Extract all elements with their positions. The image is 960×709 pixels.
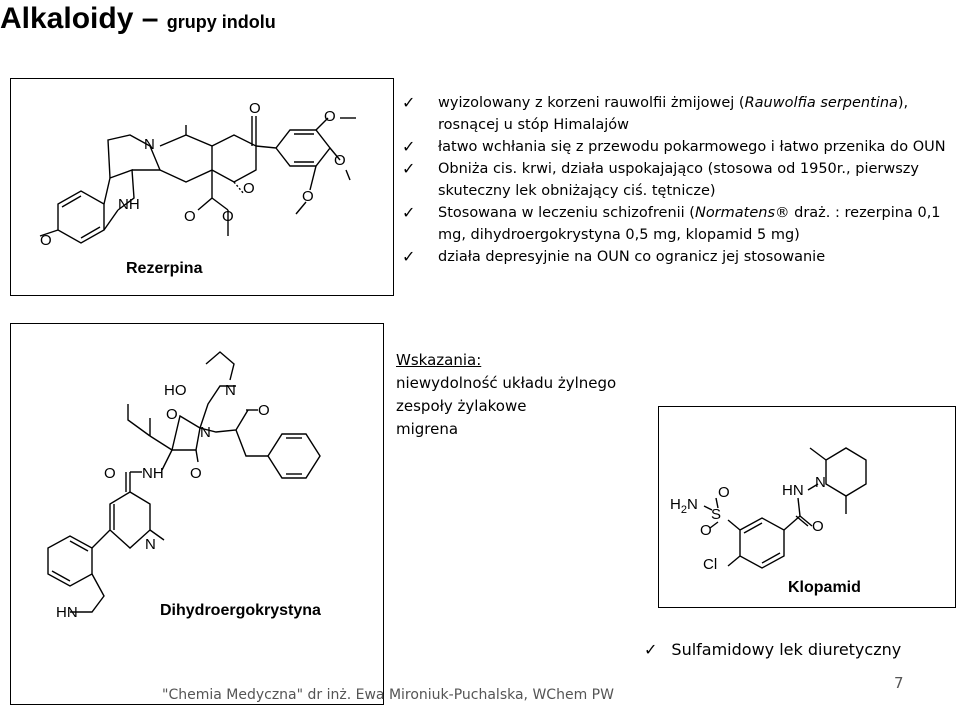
title-subtitle: grupy indolu [166,12,276,32]
reserpine-structure-box [10,78,394,296]
dihydro-o-label-2: O [258,402,270,419]
reserpine-skeleton [39,116,356,244]
clopamide-hn-label: HN [782,482,804,499]
dihydroergocristine-structure-box [10,323,384,705]
reserpine-o-label-7: O [184,208,196,225]
list-item: ✓Obniża cis. krwi, działa uspokajająco (… [402,159,919,199]
indications-heading: Wskazania: [396,351,482,369]
reserpine-o-label-3: O [324,108,336,125]
clopamide-name: Klopamid [788,579,861,596]
dihydro-o-label-4: O [190,465,202,482]
indication-item: zespoły żylakowe [396,397,527,415]
indications-block: Wskazania: niewydolność układu żylnego z… [396,349,616,441]
reserpine-facts-list: ✓wyizolowany z korzeni rauwolfii żmijowe… [402,92,960,268]
indication-item: niewydolność układu żylnego [396,374,617,392]
title-main: Alkaloidy – [0,2,167,35]
check-icon: ✓ [644,640,658,659]
check-icon: ✓ [402,137,416,156]
dihydro-n-label-3: N [145,536,156,553]
reserpine-n-label: N [144,136,155,153]
reserpine-o-label-8: O [222,208,234,225]
dihydro-ho-label: HO [164,382,187,399]
clopamide-o-label-3: O [812,518,824,535]
check-icon: ✓ [402,159,416,178]
list-item: ✓wyizolowany z korzeni rauwolfii żmijowe… [402,93,909,133]
check-icon: ✓ [402,247,416,266]
clopamide-h2n-label: H2N [670,496,698,516]
footer-credit: "Chemia Medyczna" dr inż. Ewa Mironiuk-P… [162,687,614,703]
page-title: Alkaloidy – grupy indolu [0,2,276,36]
clopamide-skeleton [703,447,867,569]
list-item: ✓działa depresyjnie na OUN co ogranicz j… [402,247,826,266]
indication-item: migrena [396,420,459,438]
clopamide-o-label-2: O [700,522,712,539]
clopamide-n-label: N [815,474,826,491]
dihydro-n-label-2: N [200,424,211,441]
dihydro-hn-label: HN [56,604,78,621]
dihydro-o-label-1: O [166,406,178,423]
list-item: ✓łatwo wchłania się z przewodu pokarmowe… [402,137,946,156]
page-number: 7 [894,674,904,692]
check-icon: ✓ [402,203,416,222]
clopamide-structure-box [658,406,956,608]
dihydro-n-label-1: N [225,382,236,399]
clopamide-cl-label: Cl [703,556,718,573]
reserpine-o-label-4: O [334,152,346,169]
sulfamide-note: ✓Sulfamidowy lek diuretyczny [644,640,902,659]
dihydro-nh-label: NH [142,465,164,482]
reserpine-name: Rezerpina [126,260,203,277]
dihydro-o-label-3: O [104,465,116,482]
check-icon: ✓ [402,93,416,112]
reserpine-o-label-5: O [302,188,314,205]
reserpine-nh-label: NH [118,196,140,213]
dihydroergocristine-name: Dihydroergokrystyna [160,602,321,619]
reserpine-o-label-2: O [249,100,261,117]
reserpine-o-label-1: O [40,232,52,249]
clopamide-o-label-1: O [718,484,730,501]
list-item: ✓Stosowana w leczeniu schizofrenii (Norm… [402,203,941,243]
reserpine-o-label-6: O [243,180,255,197]
clopamide-s-label: S [711,506,722,523]
dihydroergocristine-skeleton [47,351,321,613]
